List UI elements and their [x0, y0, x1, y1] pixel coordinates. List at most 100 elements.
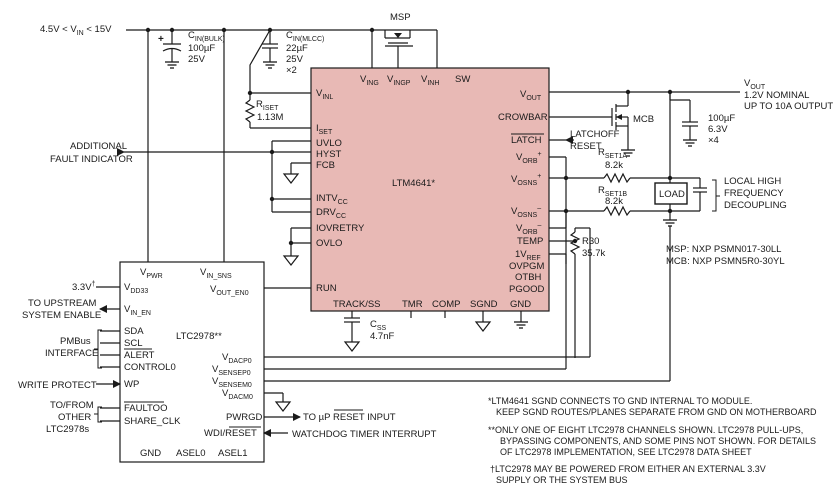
css-capacitor — [344, 311, 360, 352]
css-value: 4.7nF — [370, 331, 394, 342]
r30-resistor — [569, 228, 581, 358]
v33-label: 3.3V† — [72, 281, 96, 293]
pin-pwrgd: PWRGD — [226, 412, 263, 423]
decoupling-line1: LOCAL HIGH — [724, 176, 781, 187]
rset1a-name: RSET1A — [598, 147, 627, 160]
pin-fcb: FCB — [316, 160, 335, 171]
cout-capacitor — [669, 92, 698, 147]
pin-vosns-minus: VOSNS– — [511, 205, 541, 219]
note2-line3: OF LTC2978 IMPLEMENTATION, SEE LTC2978 D… — [500, 447, 752, 457]
rset1b-name: RSET1B — [598, 185, 627, 198]
pin-drvcc: DRVCC — [316, 207, 346, 220]
upstream-line1: TO UPSTREAM — [28, 298, 97, 309]
write-protect-label: WRITE PROTECT — [18, 380, 97, 391]
mcb-label: MCB — [633, 114, 654, 125]
pin-gnd: GND — [510, 299, 531, 310]
pin-tmr: TMR — [402, 299, 423, 310]
pin-latch: LATCH — [511, 135, 542, 146]
note2-line2: BYPASSING COMPONENTS, AND SOME PINS NOT … — [500, 436, 816, 446]
cin-mlcc-qty: ×2 — [286, 65, 297, 76]
pin-sgnd: SGND — [470, 299, 498, 310]
pin-vout: VOUT — [520, 89, 542, 102]
additional-fault-line2: FAULT INDICATOR — [50, 154, 133, 165]
pin-otbh: OTBH — [515, 272, 542, 283]
msp-label: MSP — [390, 12, 411, 23]
pin-vinh: VINH — [421, 74, 439, 87]
watchdog-label: WATCHDOG TIMER INTERRUPT — [292, 429, 437, 440]
note1-line1: *LTM4641 SGND CONNECTS TO GND INTERNAL T… — [488, 396, 752, 406]
ltm4641-name: LTM4641* — [392, 178, 435, 189]
pmbus-line2: INTERFACE — [45, 348, 98, 359]
to-up-reset-label: TO µP RESET INPUT — [303, 412, 396, 423]
rset1b-resistor — [603, 205, 670, 217]
pin-wp: WP — [124, 379, 139, 390]
cin-mlcc-name: CIN(MLCC) — [286, 30, 324, 43]
pin-wdi-reset: WDI/RESET — [204, 428, 257, 439]
pin-scl: SCL — [124, 338, 142, 349]
pin-share-clk: SHARE_CLK — [124, 416, 181, 427]
rset-name: RISET — [256, 99, 279, 112]
pin-vdacp0: VDACP0 — [222, 352, 252, 365]
pin-vsensep0: VSENSEP0 — [212, 364, 251, 377]
css-name: CSS — [370, 319, 387, 332]
pin-iset: ISET — [316, 123, 333, 136]
load-box — [654, 182, 688, 205]
r30-value: 35.7k — [582, 248, 605, 259]
ltc2978-block — [119, 261, 265, 463]
r30-name: R30 — [582, 236, 599, 247]
pin-sw: SW — [455, 74, 470, 85]
pin-vref: 1VREF — [515, 249, 541, 262]
pin-crowbar: CROWBAR — [498, 112, 548, 123]
decoupling-line2: FREQUENCY — [724, 188, 784, 199]
pin-vdd33: VDD33 — [124, 282, 148, 295]
latch-reset-label: RESET — [570, 141, 602, 152]
ltm4641-module — [310, 67, 550, 312]
vin-range-label: 4.5V < VIN < 15V — [40, 24, 112, 37]
pin-vout-en0: VOUT_EN0 — [210, 284, 249, 297]
load-label: LOAD — [659, 189, 685, 200]
pin-sda: SDA — [124, 326, 144, 337]
to-from-line2: OTHER — [58, 412, 91, 423]
additional-fault-line1: ADDITIONAL — [70, 141, 127, 152]
pin-run: RUN — [316, 283, 337, 294]
pin-asel1: ASEL1 — [218, 448, 248, 459]
cin-bulk-voltage: 25V — [188, 54, 206, 65]
pin-asel0: ASEL0 — [176, 448, 206, 459]
rset1b-value: 8.2k — [605, 196, 623, 207]
cin-bulk-capacitor: + — [158, 30, 182, 69]
decoupling-line3: DECOUPLING — [724, 200, 787, 211]
pin-ving: VING — [360, 74, 379, 87]
vout-nominal: 1.2V NOMINAL — [744, 90, 809, 101]
svg-text:+: + — [158, 34, 164, 45]
note1-line2: KEEP SGND ROUTES/PLANES SEPARATE FROM GN… — [496, 407, 817, 417]
note3-line1: †LTC2978 MAY BE POWERED FROM EITHER AN E… — [490, 464, 766, 474]
vout-range: UP TO 10A OUTPUT — [744, 101, 833, 112]
cin-mlcc-capacitor — [262, 30, 278, 69]
pin-vinl: VINL — [316, 88, 333, 101]
cin-mlcc-voltage: 25V — [286, 54, 304, 65]
pin-iovretry: IOVRETRY — [316, 223, 365, 234]
rset1a-resistor — [603, 172, 670, 184]
pin-intvcc: INTVCC — [316, 193, 348, 206]
vout-label: VOUT — [744, 78, 766, 91]
pin-hyst: HYST — [316, 149, 342, 160]
pin-vorb-plus: VORB+ — [516, 151, 542, 165]
pin-track-ss: TRACK/SS — [333, 299, 381, 310]
cin-bulk-name: CIN(BULK) — [188, 30, 225, 43]
msp-part: MSP: NXP PSMN017-30LL — [666, 244, 781, 255]
cout-value: 100µF — [708, 113, 735, 124]
rset-value: 1.13M — [257, 112, 283, 123]
upstream-line2: SYSTEM ENABLE — [22, 310, 101, 321]
ltc2978-name: LTC2978** — [176, 331, 222, 342]
latchoff-label: LATCHOFF — [570, 129, 620, 140]
pin-ltc-gnd: GND — [140, 448, 161, 459]
pin-uvlo: UVLO — [316, 138, 342, 149]
pin-vpwr: VPWR — [140, 267, 163, 280]
note2-line1: **ONLY ONE OF EIGHT LTC2978 CHANNELS SHO… — [488, 425, 803, 435]
pin-vin-sns: VIN_SNS — [200, 267, 232, 280]
mcb-part: MCB: NXP PSMN5R0-30YL — [666, 256, 785, 267]
msp-mosfet — [371, 30, 438, 68]
pin-ovpgm: OVPGM — [509, 261, 544, 272]
cin-bulk-value: 100µF — [188, 43, 215, 54]
pin-vdacm0: VDACM0 — [222, 388, 253, 401]
